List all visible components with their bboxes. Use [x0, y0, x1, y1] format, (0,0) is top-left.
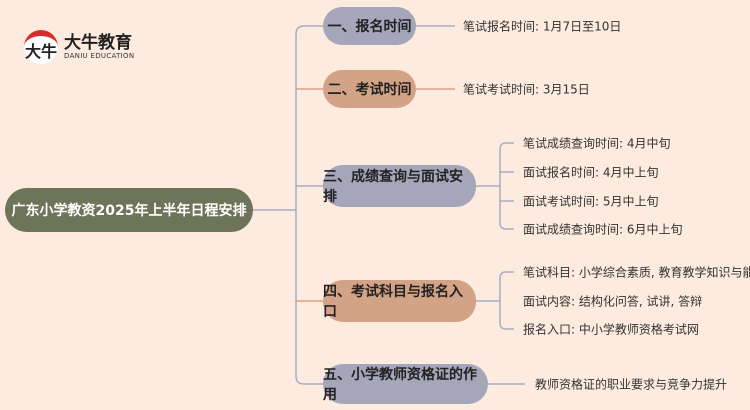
leaf-item: 面试成绩查询时间: 6月中上旬 [523, 222, 683, 237]
root-node: 广东小学教资2025年上半年日程安排 [5, 188, 253, 232]
logo-subtitle: DANIU EDUCATION [64, 52, 135, 60]
leaf-item: 笔试科目: 小学综合素质, 教育教学知识与能力 [523, 265, 750, 280]
leaf-item: 面试报名时间: 4月中上旬 [523, 165, 659, 180]
leaf-item: 教师资格证的职业要求与竞争力提升 [535, 377, 728, 392]
leaf-item: 面试考试时间: 5月中上旬 [523, 194, 659, 209]
logo-mark-icon: 大牛 [24, 30, 58, 64]
branch-node-certificate-role: 五、小学教师资格证的作用 [323, 364, 488, 404]
branch-node-registration: 一、报名时间 [323, 7, 416, 45]
branch-node-results-interview: 三、成绩查询与面试安排 [323, 165, 476, 207]
leaf-item: 面试内容: 结构化问答, 试讲, 答辩 [523, 294, 703, 309]
leaf-item: 笔试考试时间: 3月15日 [463, 82, 590, 97]
logo-title: 大牛教育 [64, 33, 132, 53]
branch-node-exam-time: 二、考试时间 [323, 70, 416, 108]
branch-node-subjects-entry: 四、考试科目与报名入口 [323, 280, 476, 322]
leaf-item: 笔试报名时间: 1月7日至10日 [463, 19, 622, 34]
logo: 大牛 大牛教育 DANIU EDUCATION [24, 30, 134, 64]
leaf-item: 报名入口: 中小学教师资格考试网 [523, 322, 699, 337]
leaf-item: 笔试成绩查询时间: 4月中旬 [523, 136, 671, 151]
